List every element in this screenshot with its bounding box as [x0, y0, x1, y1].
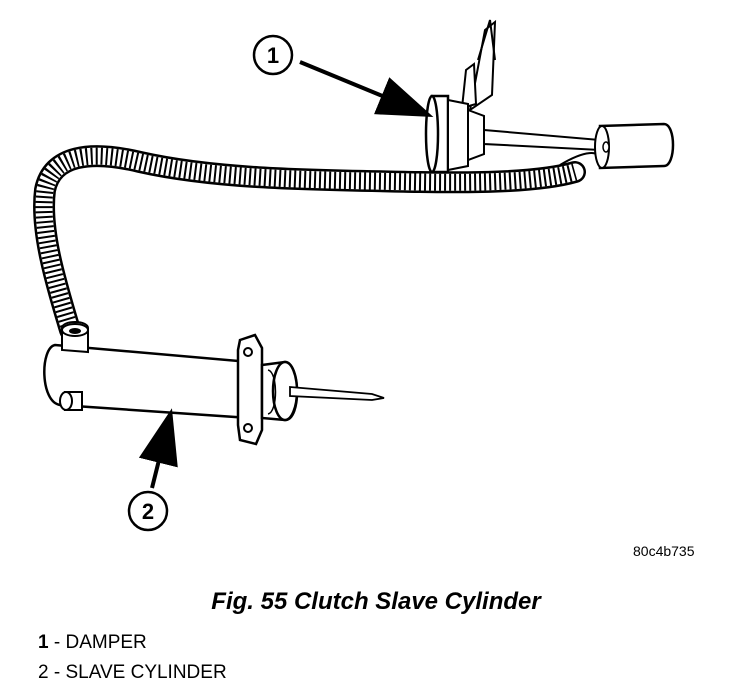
- legend-label: DAMPER: [65, 632, 147, 653]
- figure-caption: Fig. 55 Clutch Slave Cylinder: [211, 588, 541, 615]
- legend: 1 - DAMPER 2 - SLAVE CYLINDER: [38, 628, 227, 688]
- callout-1-arrow: [299, 60, 434, 118]
- legend-separator: -: [48, 632, 66, 653]
- callout-1: 1: [252, 34, 434, 118]
- legend-item-slave-cylinder: 2 - SLAVE CYLINDER: [38, 658, 227, 688]
- legend-number: 2: [38, 662, 49, 683]
- callout-1-number: 1: [267, 43, 279, 68]
- damper: [424, 19, 675, 174]
- callout-2: 2: [127, 408, 178, 532]
- callout-2-arrow: [138, 408, 178, 489]
- callout-2-number: 2: [142, 499, 154, 524]
- hose-coils: [35, 147, 578, 333]
- hose: [33, 145, 601, 341]
- legend-label: SLAVE CYLINDER: [65, 662, 227, 683]
- legend-number: 1: [38, 632, 49, 653]
- legend-item-damper: 1 - DAMPER: [38, 628, 227, 658]
- slave-cylinder: [43, 321, 385, 446]
- figure-code: 80c4b735: [633, 543, 695, 559]
- legend-separator: -: [48, 662, 66, 683]
